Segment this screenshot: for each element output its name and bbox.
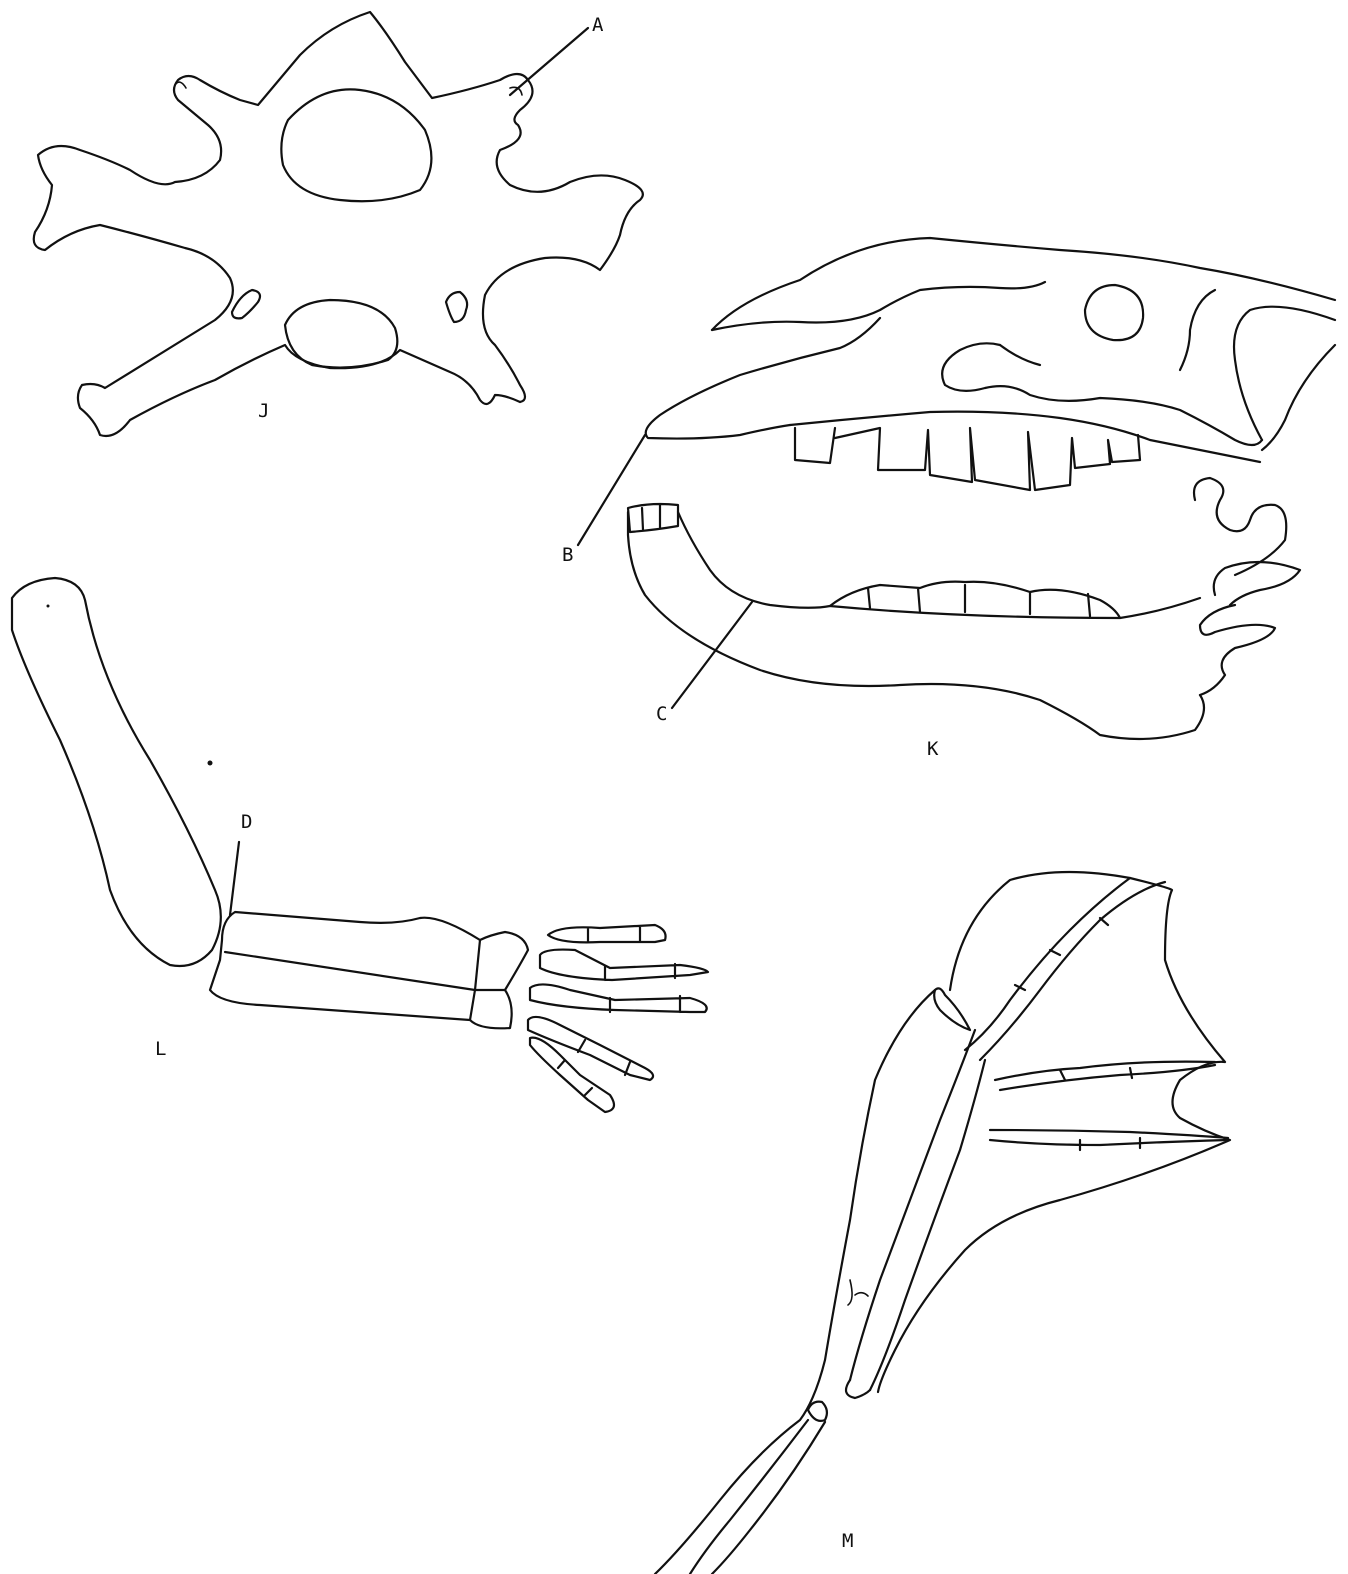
leader-line-c xyxy=(672,602,752,708)
lower-incisors xyxy=(628,504,678,532)
label-b: B xyxy=(562,544,573,566)
leader-line-a xyxy=(510,28,588,95)
thumb-claw xyxy=(934,988,970,1030)
left-small-foramen xyxy=(232,290,260,318)
humerus-shaft xyxy=(690,1420,825,1574)
forearm-split xyxy=(225,940,505,1020)
upper-teeth xyxy=(795,428,1140,490)
lower-jaw-front xyxy=(628,512,1204,739)
vertebral-foramen xyxy=(281,89,431,201)
vertebra-j-drawing xyxy=(34,12,643,436)
label-d: D xyxy=(241,811,252,833)
metacarpal-long xyxy=(965,878,1165,1060)
ink-speck xyxy=(47,605,50,608)
digit-4 xyxy=(528,1017,653,1080)
forelimb-l-drawing xyxy=(12,578,708,1112)
humerus-head xyxy=(808,1402,827,1421)
wing-membrane-outer xyxy=(878,872,1230,1392)
label-l: L xyxy=(155,1038,166,1060)
lower-teeth xyxy=(830,582,1200,618)
label-m: M xyxy=(842,1530,853,1552)
cheek-curve xyxy=(1000,345,1040,365)
skull-k-drawing xyxy=(628,238,1335,739)
label-a: A xyxy=(592,14,604,36)
ink-speck xyxy=(208,761,213,766)
radius-ulna xyxy=(210,912,528,1028)
small-hook xyxy=(848,1280,868,1305)
forearm-lower xyxy=(846,1380,870,1398)
digit-rays xyxy=(990,1062,1228,1145)
ray-joints xyxy=(1015,918,1140,1150)
humerus xyxy=(12,578,221,966)
orbit xyxy=(1085,285,1143,340)
vertebra-outline xyxy=(34,12,643,436)
zygomatic-arch xyxy=(942,343,1262,445)
snout-upper-edge xyxy=(712,282,1045,330)
process-notch-left xyxy=(175,82,186,88)
right-small-foramen xyxy=(446,292,467,322)
radius-bone xyxy=(850,1030,985,1390)
label-j: J xyxy=(258,400,269,422)
wing-membrane-inner xyxy=(655,990,935,1574)
skull-upper-outline xyxy=(712,238,1335,330)
condyle-squiggle xyxy=(1194,478,1300,605)
leader-line-d xyxy=(230,842,239,915)
occipital-inner xyxy=(1262,345,1335,450)
lower-jaw-inner xyxy=(678,512,830,608)
angular-process xyxy=(1200,605,1275,695)
label-c: C xyxy=(656,703,667,725)
leader-line-b xyxy=(578,435,645,545)
wing-m-drawing xyxy=(655,872,1230,1574)
digit-3 xyxy=(530,984,707,1012)
digit-2 xyxy=(540,950,708,980)
label-k: K xyxy=(927,738,939,760)
upper-jaw-edge xyxy=(790,412,1260,462)
digit-1 xyxy=(548,925,666,942)
rear-curve-1 xyxy=(1180,290,1215,370)
centrum-outline xyxy=(285,300,397,368)
